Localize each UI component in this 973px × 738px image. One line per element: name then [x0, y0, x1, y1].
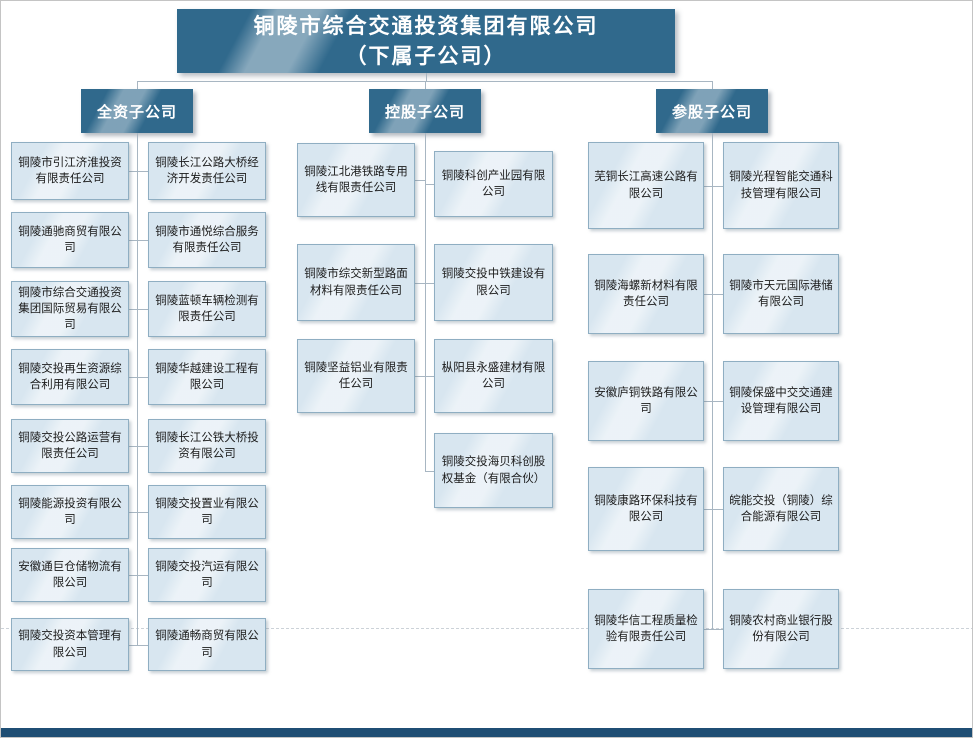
- company-box: 芜铜长江高速公路有限公司: [588, 142, 704, 229]
- company-box: 铜陵交投置业有限公司: [148, 485, 266, 539]
- company-box: 铜陵光程智能交通科技管理有限公司: [723, 142, 839, 229]
- company-box: 铜陵交投再生资源综合利用有限公司: [11, 349, 129, 405]
- company-box: 铜陵蓝顿车辆检测有限责任公司: [148, 281, 266, 337]
- company-box: 铜陵交投资本管理有限公司: [11, 618, 129, 671]
- connector-tick: [129, 446, 137, 447]
- company-box: 铜陵交投海贝科创股权基金（有限合伙）: [434, 433, 553, 508]
- company-box: 铜陵康路环保科技有限公司: [588, 467, 704, 551]
- group-header-equity-participation-subsidiaries: 参股子公司: [656, 89, 768, 133]
- connector-tick: [137, 377, 148, 378]
- connector-tick: [415, 180, 425, 181]
- connector-group-spine: [425, 133, 426, 471]
- chart-title-line2: （下属子公司）: [345, 44, 507, 68]
- connector-tick: [415, 283, 425, 284]
- company-box: 铜陵能源投资有限公司: [11, 485, 129, 539]
- connector-tick: [425, 184, 434, 185]
- connector-tick: [704, 186, 712, 187]
- connector-tick: [704, 294, 712, 295]
- company-box: 安徽通巨仓储物流有限公司: [11, 548, 129, 602]
- connector-tick: [129, 645, 137, 646]
- chart-title-box: 铜陵市综合交通投资集团有限公司 （下属子公司）: [177, 9, 675, 73]
- company-box: 铜陵市通悦综合服务有限责任公司: [148, 212, 266, 268]
- connector-tick: [712, 629, 723, 630]
- connector-tick: [129, 171, 137, 172]
- connector-tick: [137, 645, 148, 646]
- connector-tick: [425, 376, 434, 377]
- company-box: 铜陵交投汽运有限公司: [148, 548, 266, 602]
- chart-title-line1: 铜陵市综合交通投资集团有限公司: [253, 13, 599, 38]
- group-header-holding-subsidiaries: 控股子公司: [369, 89, 481, 133]
- connector-tick: [129, 575, 137, 576]
- company-box: 铜陵华越建设工程有限公司: [148, 349, 266, 405]
- connector-tick: [137, 309, 148, 310]
- connector-group-spine: [712, 133, 713, 629]
- page-guide-line: [1, 628, 972, 629]
- company-box: 铜陵农村商业银行股份有限公司: [723, 589, 839, 669]
- company-box: 铜陵海螺新材料有限责任公司: [588, 254, 704, 334]
- company-box: 铜陵市天元国际港储有限公司: [723, 254, 839, 334]
- company-box: 铜陵科创产业园有限公司: [434, 151, 553, 217]
- company-box: 铜陵市综交新型路面材料有限责任公司: [297, 244, 415, 321]
- connector-title-drop: [426, 73, 427, 81]
- connector-tick: [137, 171, 148, 172]
- connector-header-drop: [712, 81, 713, 89]
- company-box: 铜陵市综合交通投资集团国际贸易有限公司: [11, 281, 129, 337]
- connector-tick: [425, 471, 434, 472]
- company-box: 铜陵通畅商贸有限公司: [148, 618, 266, 671]
- group-header-wholly-owned-subsidiaries: 全资子公司: [81, 89, 193, 133]
- connector-tick: [712, 401, 723, 402]
- connector-tick: [712, 294, 723, 295]
- company-box: 铜陵华信工程质量检验有限责任公司: [588, 589, 704, 669]
- company-box: 铜陵长江公铁大桥投资有限公司: [148, 419, 266, 473]
- company-box: 铜陵通驰商贸有限公司: [11, 212, 129, 268]
- company-box: 铜陵长江公路大桥经济开发责任公司: [148, 142, 266, 200]
- company-box: 铜陵坚益铝业有限责任公司: [297, 339, 415, 413]
- bottom-accent-bar: [1, 728, 972, 737]
- connector-tick: [704, 509, 712, 510]
- connector-tick: [129, 309, 137, 310]
- connector-group-spine: [137, 133, 138, 645]
- company-box: 铜陵交投中铁建设有限公司: [434, 244, 553, 321]
- company-box: 安徽庐铜铁路有限公司: [588, 361, 704, 441]
- company-box: 皖能交投（铜陵）综合能源有限公司: [723, 467, 839, 551]
- connector-tick: [712, 509, 723, 510]
- connector-tick: [137, 446, 148, 447]
- connector-tick: [137, 575, 148, 576]
- connector-tick: [129, 377, 137, 378]
- company-box: 铜陵交投公路运营有限责任公司: [11, 419, 129, 473]
- connector-header-drop: [425, 81, 426, 89]
- connector-tick: [129, 512, 137, 513]
- connector-tick: [137, 240, 148, 241]
- company-box: 铜陵保盛中交交通建设管理有限公司: [723, 361, 839, 441]
- connector-tick: [415, 376, 425, 377]
- company-box: 铜陵江北港铁路专用线有限责任公司: [297, 143, 415, 217]
- connector-tick: [712, 186, 723, 187]
- connector-header-drop: [137, 81, 138, 89]
- company-box: 铜陵市引江济淮投资有限责任公司: [11, 142, 129, 200]
- connector-tick: [704, 401, 712, 402]
- connector-tick: [425, 283, 434, 284]
- connector-tick: [129, 240, 137, 241]
- connector-tick: [137, 512, 148, 513]
- connector-tick: [704, 629, 712, 630]
- company-box: 枞阳县永盛建材有限公司: [434, 339, 553, 413]
